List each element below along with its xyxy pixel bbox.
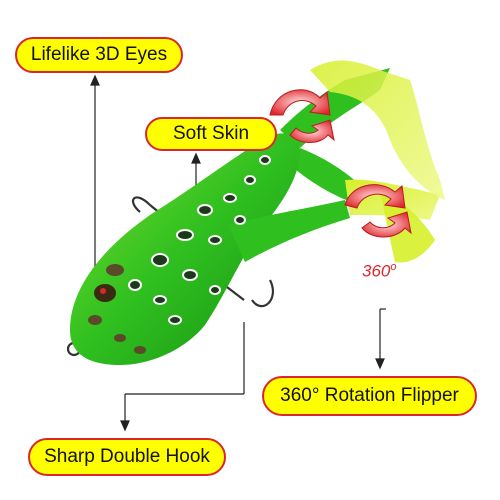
callout-sharp-double-hook: Sharp Double Hook <box>28 438 226 476</box>
callout-soft-skin: Soft Skin <box>145 117 277 151</box>
rotation-arrow-lower-icon <box>344 184 412 238</box>
callout-label: 360° Rotation Flipper <box>280 385 459 406</box>
callout-lifelike-3d-eyes: Lifelike 3D Eyes <box>15 37 183 73</box>
eye-icon <box>94 284 116 302</box>
rotation-angle-value: 360 <box>362 261 391 281</box>
frog-dark-spots <box>88 264 146 354</box>
frog-body <box>70 133 350 365</box>
rotation-angle-label: 360o <box>362 261 397 282</box>
callout-label: Soft Skin <box>172 123 250 144</box>
callout-label: Lifelike 3D Eyes <box>30 44 168 65</box>
callout-rotation-flipper: 360° Rotation Flipper <box>262 376 477 416</box>
rotation-angle-unit: o <box>390 261 397 273</box>
callout-label: Sharp Double Hook <box>44 446 210 467</box>
rotation-arrow-upper-icon <box>269 89 335 143</box>
frog-spots <box>128 155 271 325</box>
